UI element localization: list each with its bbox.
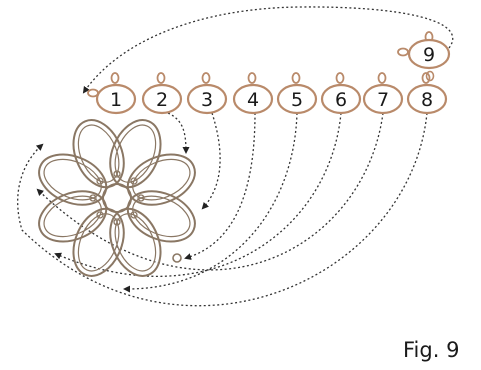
- rosette-petal-inner: [43, 158, 102, 201]
- rosette-petal-inner: [114, 124, 157, 183]
- rosette-petal: [38, 190, 108, 243]
- rosette-petal-inner: [114, 213, 157, 272]
- ring-number: 7: [377, 89, 389, 111]
- ring-body: [186, 83, 228, 115]
- rosette-petal: [72, 207, 125, 277]
- chain-ring-5: 5: [276, 72, 318, 115]
- ring-number: 1: [110, 89, 122, 111]
- ring-body: [406, 83, 448, 115]
- rosette-petal-inner: [43, 195, 102, 238]
- flower-rosette: [38, 119, 196, 277]
- picot: [156, 72, 166, 84]
- rosette-petal: [72, 119, 125, 189]
- picot: [397, 47, 409, 57]
- ring-body: [407, 38, 451, 70]
- thread-path-7: [36, 112, 384, 271]
- ring-body: [320, 83, 362, 115]
- picot: [335, 72, 345, 84]
- rosette-petal-inner: [132, 158, 191, 201]
- rosette-petal-inner: [132, 195, 191, 238]
- rosette-petal: [38, 153, 108, 206]
- ring-chain: 1 2 3 4 5 6 7 8: [87, 72, 448, 115]
- rosette-petal: [109, 119, 162, 189]
- chain-ring-8: 8: [406, 72, 448, 115]
- rosette-picot: [130, 177, 138, 185]
- thread-path-5: [123, 112, 298, 293]
- rosette-petal: [126, 190, 196, 243]
- ring-body: [276, 83, 318, 115]
- ring-body: [141, 83, 183, 115]
- thread-path-1: [82, 6, 454, 94]
- ring-body: [95, 83, 137, 115]
- picot: [377, 72, 387, 84]
- picot: [87, 88, 99, 98]
- picot: [247, 72, 257, 84]
- rosette-petal-inner: [77, 213, 120, 272]
- ring-number: 2: [156, 89, 168, 111]
- rosette-petal-inner: [77, 124, 120, 183]
- picot: [291, 72, 301, 84]
- rosette-picot: [89, 194, 97, 202]
- chain-ring-7: 7: [362, 72, 404, 115]
- thread-path-4: [184, 112, 256, 260]
- rosette-picot: [137, 194, 145, 202]
- rosette-picot: [113, 170, 121, 178]
- ring-number: 3: [201, 89, 213, 111]
- ring-number: 8: [421, 89, 433, 111]
- rosette-centre: [102, 183, 132, 213]
- ring-body: [362, 83, 404, 115]
- chain-ring-6: 6: [320, 72, 362, 115]
- rosette-petal: [109, 207, 162, 277]
- ring-body: [232, 83, 274, 115]
- thread-path-3: [201, 112, 221, 210]
- rosette-petal: [126, 153, 196, 206]
- rosette-picot: [96, 177, 104, 185]
- chain-ring-2: 2: [141, 72, 183, 115]
- picot: [110, 72, 120, 84]
- picot: [201, 72, 211, 84]
- rosette-picot: [96, 211, 104, 219]
- ring-9: 9: [397, 31, 451, 82]
- picot: [425, 70, 435, 82]
- ring-number: 5: [291, 89, 303, 111]
- rosette-picot: [113, 218, 121, 226]
- thread-path-8: [17, 112, 428, 307]
- chain-ring-4: 4: [232, 72, 274, 115]
- figure-caption: Fig. 9: [403, 338, 459, 362]
- rosette-picot: [130, 211, 138, 219]
- thread-paths: [17, 6, 454, 307]
- chain-ring-1: 1: [95, 72, 137, 115]
- picot: [421, 72, 431, 84]
- rosette-picot: [172, 253, 182, 263]
- chain-ring-3: 3: [186, 72, 228, 115]
- ring-number: 6: [335, 89, 347, 111]
- thread-path-6: [54, 112, 342, 278]
- ring-number: 9: [423, 44, 435, 66]
- thread-path-2: [167, 112, 190, 154]
- ring-number: 4: [247, 89, 259, 111]
